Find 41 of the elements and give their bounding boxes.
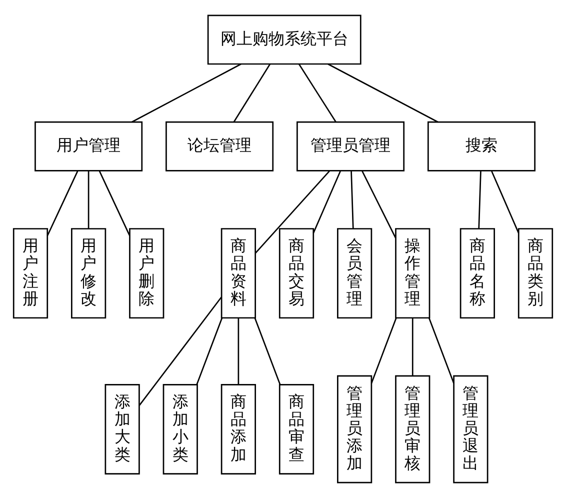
- node-box: 商品名称: [460, 228, 495, 319]
- connector: [254, 318, 281, 385]
- node-box: 商品添加: [220, 384, 256, 474]
- node-box: 管理员退出: [453, 375, 488, 484]
- node-box: 管理员审核: [395, 375, 430, 484]
- node-box: 网上购物系统平台: [207, 14, 362, 65]
- node-box: 会员管理: [337, 228, 372, 319]
- connector: [196, 318, 223, 385]
- connector: [298, 64, 336, 122]
- connector: [233, 64, 271, 122]
- connector: [491, 170, 520, 234]
- node-box: 用户注册: [12, 228, 48, 319]
- node-box: 商品交易: [278, 228, 314, 319]
- node-box: 添加大类: [104, 384, 140, 474]
- connector: [88, 171, 90, 229]
- connector: [350, 171, 354, 229]
- node-box: 操作管理: [395, 228, 430, 319]
- connector: [312, 170, 341, 234]
- connector: [362, 170, 396, 238]
- node-box: 管理员管理: [296, 121, 405, 172]
- node-box: 用户管理: [34, 121, 143, 172]
- node-box: 商品资料: [220, 228, 256, 319]
- node-box: 用户修改: [71, 228, 106, 319]
- connector: [46, 170, 78, 236]
- node-box: 商品类别: [518, 228, 554, 319]
- connector: [428, 318, 454, 384]
- node-box: 添加小类: [162, 384, 198, 474]
- node-box: 用户删除: [129, 228, 164, 319]
- connector: [138, 296, 222, 406]
- connector: [478, 171, 482, 229]
- node-box: 管理员添加: [337, 375, 372, 484]
- connector: [412, 318, 414, 376]
- connector: [238, 318, 240, 384]
- node-box: 搜索: [427, 121, 536, 172]
- connector: [98, 170, 130, 236]
- node-box: 商品审查: [278, 384, 314, 474]
- connector: [370, 318, 397, 384]
- connector: [254, 170, 330, 254]
- connector: [328, 64, 438, 123]
- connector: [132, 64, 242, 123]
- node-box: 论坛管理: [166, 121, 274, 172]
